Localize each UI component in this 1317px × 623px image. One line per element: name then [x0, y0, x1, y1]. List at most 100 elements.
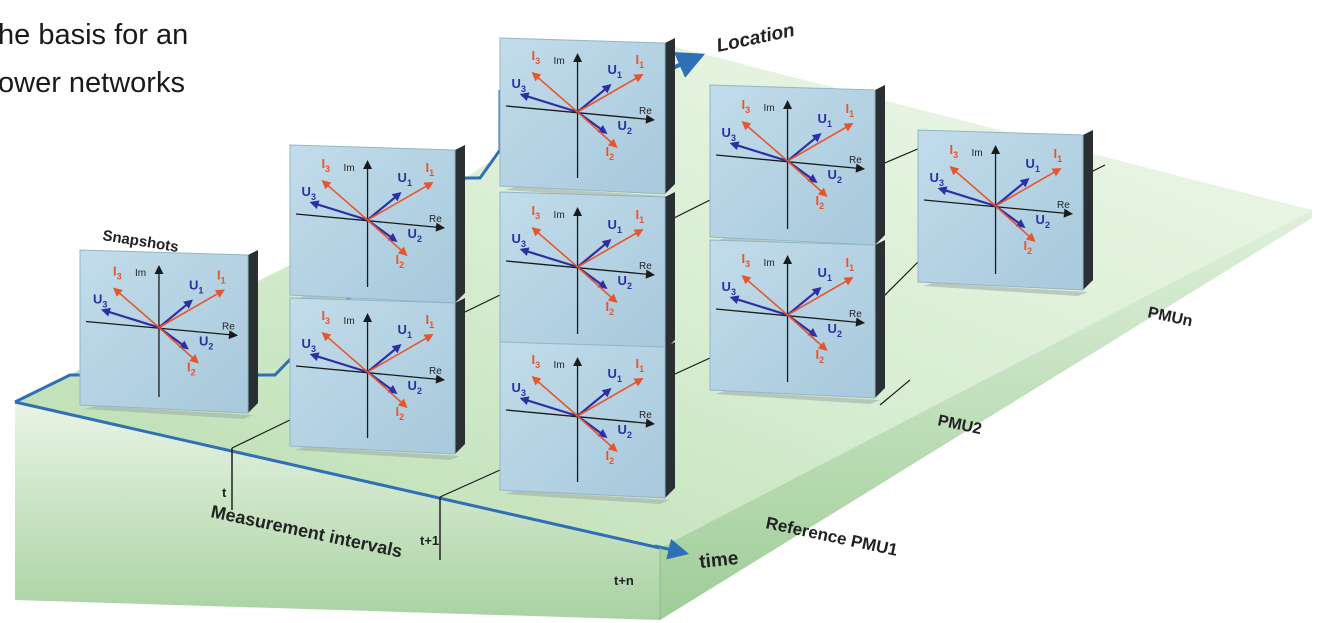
axis-label-re: Re: [639, 261, 652, 272]
i3-phasor: [535, 229, 579, 268]
i1-phasor-head: [843, 277, 854, 286]
panel-shadow: [923, 283, 1088, 296]
u1-phasor-head: [1019, 178, 1030, 188]
axis-label-re: Re: [1057, 200, 1070, 211]
label-u3: U3: [302, 336, 316, 354]
u3-phasor-head: [519, 92, 530, 101]
i2-phasor-head: [607, 442, 618, 452]
i1-phasor-head: [633, 378, 644, 387]
label-i3: I3: [532, 203, 541, 221]
axis-label-im: Im: [972, 148, 983, 159]
label-i2: I2: [606, 299, 615, 317]
u1-phasor-head: [811, 287, 822, 297]
axis-label-re: Re: [429, 366, 442, 377]
label-i2: I2: [816, 347, 825, 365]
tick-label-t-plus-1: t+1: [420, 533, 439, 548]
panel-edge: [665, 342, 675, 498]
i2-phasor: [995, 205, 1033, 239]
panel-shadow: [505, 491, 670, 504]
label-u3: U3: [93, 292, 107, 310]
u1-phasor-head: [601, 388, 612, 398]
label-u3: U3: [930, 170, 944, 188]
label-u2: U2: [828, 321, 842, 339]
pmu-n-label: PMUn: [1146, 304, 1194, 330]
axis-label-im: Im: [554, 56, 565, 67]
location-label: Location: [715, 20, 797, 57]
u1-phasor: [366, 194, 399, 221]
label-i1: I1: [426, 312, 435, 330]
tick-label-t-plus-n: t+n: [614, 573, 634, 588]
label-u1: U1: [398, 170, 412, 188]
i3-phasor-head: [531, 227, 542, 237]
im-axis-head: [363, 313, 373, 322]
panel-edge: [1083, 130, 1093, 290]
label-i3: I3: [742, 97, 751, 115]
u3-phasor: [524, 249, 578, 269]
u3-phasor-head: [309, 352, 320, 361]
i3-phasor: [745, 123, 789, 162]
i2-phasor-head: [397, 246, 408, 256]
u1-phasor: [576, 86, 609, 113]
i3-phasor: [116, 290, 160, 329]
time-label: time: [698, 548, 739, 573]
label-i2: I2: [606, 448, 615, 466]
u1-phasor: [786, 289, 819, 316]
u1-phasor: [786, 135, 819, 162]
i2-phasor-head: [397, 398, 408, 408]
u3-phasor-head: [519, 247, 530, 256]
label-u3: U3: [722, 125, 736, 143]
label-u1: U1: [608, 217, 622, 235]
axis-label-re: Re: [222, 322, 235, 333]
i2-phasor: [367, 219, 405, 253]
label-i1: I1: [846, 101, 855, 119]
label-i1: I1: [1054, 146, 1063, 164]
re-axis-head: [228, 330, 238, 340]
label-i1: I1: [426, 160, 435, 178]
i2-phasor-head: [189, 354, 199, 364]
re-axis-head: [435, 222, 445, 232]
label-i3: I3: [532, 48, 541, 66]
label-u3: U3: [512, 231, 526, 249]
label-u2: U2: [199, 334, 213, 352]
label-u3: U3: [722, 279, 736, 297]
i3-phasor: [535, 74, 579, 113]
platform-front-face: [15, 402, 660, 620]
u1-phasor-head: [811, 133, 822, 143]
panel-edge: [455, 145, 465, 303]
i3-phasor-head: [741, 275, 752, 285]
i1-phasor: [787, 279, 850, 316]
re-axis-head: [855, 317, 865, 327]
i2-phasor: [787, 160, 825, 194]
im-axis-head: [363, 160, 373, 169]
u3-phasor: [942, 188, 996, 208]
re-axis-head: [435, 374, 445, 384]
i2-phasor: [787, 314, 825, 348]
axis-label-re: Re: [429, 214, 442, 225]
heading-line-2: ower networks: [0, 67, 185, 99]
label-u2: U2: [828, 167, 842, 185]
u1-phasor-head: [391, 344, 402, 354]
label-i2: I2: [606, 144, 615, 162]
label-i3: I3: [532, 352, 541, 370]
label-u3: U3: [512, 380, 526, 398]
axis-label-im: Im: [344, 316, 355, 327]
label-i1: I1: [636, 52, 645, 70]
u3-phasor-head: [519, 396, 530, 405]
i3-phasor-head: [531, 72, 542, 82]
label-i2: I2: [396, 252, 405, 270]
u3-phasor: [524, 398, 578, 418]
panel-shadow: [85, 406, 253, 419]
i3-phasor-head: [112, 287, 123, 297]
i3-phasor: [953, 168, 997, 207]
re-axis-head: [645, 269, 655, 279]
u3-phasor-head: [729, 141, 740, 150]
tick-label-t: t: [222, 485, 227, 500]
u3-phasor: [734, 297, 788, 317]
i1-phasor: [577, 231, 640, 268]
u1-phasor-head: [391, 192, 402, 202]
i3-phasor: [325, 182, 369, 221]
